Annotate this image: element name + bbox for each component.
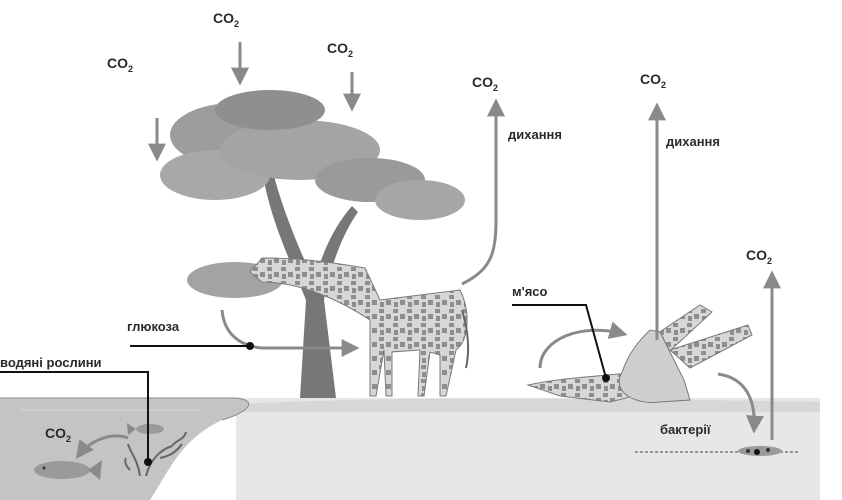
co2-label-5: CO2: [640, 71, 666, 90]
acacia-tree: [160, 90, 465, 398]
glucose-flow-arrow: [220, 309, 360, 357]
water-plant-icon: [124, 431, 187, 477]
meat-flow-arrow: [538, 321, 628, 369]
water-co2-arrow: [75, 434, 129, 459]
giraffe-standing: [249, 257, 470, 397]
glucose-pointer: [130, 342, 254, 350]
respiration-label-giraffe: дихання: [508, 127, 562, 142]
glucose-label: глюкоза: [127, 319, 180, 334]
water-body: [0, 397, 249, 500]
co2-label-1: CO2: [107, 55, 133, 74]
meat-pointer: [512, 304, 610, 382]
bacteria-icon: [635, 446, 800, 456]
fish-icon: [34, 460, 102, 480]
co2-label-3: CO2: [327, 40, 353, 59]
co2-label-6: CO2: [746, 247, 772, 266]
ground: [236, 398, 820, 500]
water-plants-label: водяні рослини: [0, 355, 102, 370]
water-plants-pointer: [0, 371, 152, 466]
respiration-label-lion: дихання: [666, 134, 720, 149]
decay-flow-arrow: [717, 372, 764, 434]
lion-and-prey: [526, 304, 753, 404]
bacteria-pointer: [754, 449, 760, 455]
bacteria-label: бактерії: [660, 422, 711, 437]
co2-label-4: CO2: [472, 74, 498, 93]
co2-label-2: CO2: [213, 10, 239, 29]
co2-label-7: CO2: [45, 425, 71, 444]
giraffe-respiration-arrow: [461, 98, 505, 286]
meat-label: м'ясо: [512, 284, 548, 299]
small-fish-icon: [127, 423, 164, 435]
